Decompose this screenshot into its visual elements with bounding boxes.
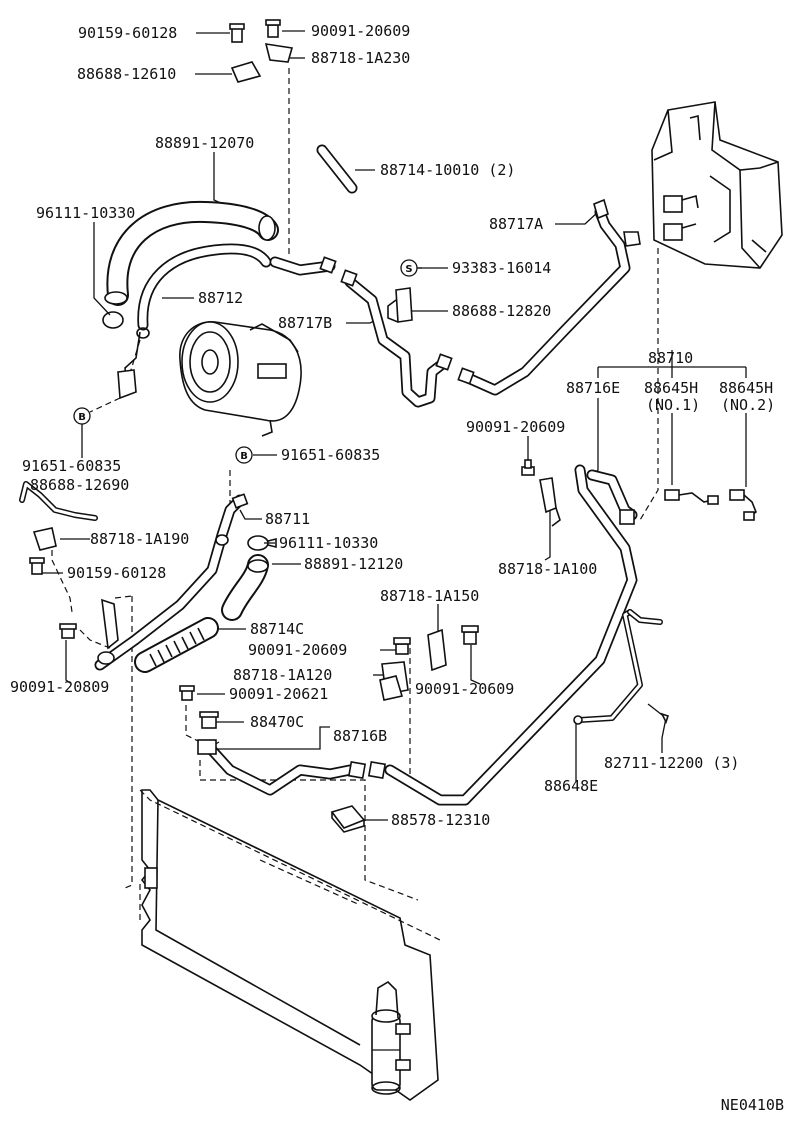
- label-88688-12820: 88688-12820: [452, 302, 551, 320]
- label-88717A: 88717A: [489, 215, 543, 233]
- hose-protector-88714C: [134, 617, 219, 673]
- label-88714-10010: 88714-10010 (2): [380, 161, 515, 179]
- condenser: [139, 789, 441, 1101]
- label-no2: (NO.2): [721, 396, 775, 414]
- hose-88891-12120: [221, 554, 269, 621]
- circle-marker-b-mid: B: [235, 446, 253, 464]
- label-93383-16014: 93383-16014: [452, 259, 551, 277]
- discharge-hose-88711: [94, 494, 246, 671]
- label-88645H-no2: 88645H: [719, 379, 773, 397]
- label-88891-12120: 88891-12120: [304, 555, 403, 573]
- label-88718-1A120: 88718-1A120: [233, 666, 332, 684]
- suction-hose-88891-12070: [104, 200, 279, 306]
- label-88688-12610: 88688-12610: [77, 65, 176, 83]
- assembly-lines: [51, 68, 659, 901]
- label-88718-1A100: 88718-1A100: [498, 560, 597, 578]
- label-90091-20609-top: 90091-20609: [311, 22, 410, 40]
- circle-marker-b-left: B: [73, 407, 91, 425]
- label-88718-1A230: 88718-1A230: [311, 49, 410, 67]
- label-91651-60835-mid: 91651-60835: [281, 446, 380, 464]
- label-88470C: 88470C: [250, 713, 304, 731]
- label-no1: (NO.1): [646, 396, 700, 414]
- label-96111-10330-mid: 96111-10330: [279, 534, 378, 552]
- label-88717B: 88717B: [278, 314, 332, 332]
- label-91651-60835-left: 91651-60835: [22, 457, 121, 475]
- label-90159-60128-mid: 90159-60128: [67, 564, 166, 582]
- label-90091-20609-right: 90091-20609: [415, 680, 514, 698]
- label-88718-1A190: 88718-1A190: [90, 530, 189, 548]
- diagram-code: NE0410B: [721, 1096, 784, 1114]
- pipe-88648E: [577, 609, 663, 723]
- pipe-88717A: [462, 206, 631, 396]
- svg-text:B: B: [78, 412, 86, 423]
- small-parts: [29, 19, 757, 833]
- label-88648E: 88648E: [544, 777, 598, 795]
- label-90091-20609-low: 90091-20609: [248, 641, 347, 659]
- leader-lines: [40, 30, 747, 821]
- label-88718-1A150: 88718-1A150: [380, 587, 479, 605]
- circle-marker-s: S: [400, 259, 418, 277]
- label-96111-10330-top: 96111-10330: [36, 204, 135, 222]
- label-88716E: 88716E: [566, 379, 620, 397]
- label-88891-12070: 88891-12070: [155, 134, 254, 152]
- label-90159-60128-top: 90159-60128: [78, 24, 177, 42]
- pipe-88716B: [204, 742, 356, 796]
- label-90091-20609-mid: 90091-20609: [466, 418, 565, 436]
- svg-text:S: S: [405, 264, 412, 275]
- bracket-88688-12690: [19, 481, 98, 521]
- label-90091-20809: 90091-20809: [10, 678, 109, 696]
- liquid-pipe-88716E: [384, 464, 638, 806]
- label-88645H-no1: 88645H: [644, 379, 698, 397]
- label-88688-12690: 88688-12690: [30, 476, 129, 494]
- evaporator-unit: [651, 101, 783, 269]
- svg-text:B: B: [240, 451, 248, 462]
- pipe-88717B: [344, 276, 451, 408]
- label-82711-12200: 82711-12200 (3): [604, 754, 739, 772]
- part-labels: 90159-60128 90091-20609 88688-12610 8871…: [10, 22, 784, 1114]
- label-88714C: 88714C: [250, 620, 304, 638]
- compressor: [179, 321, 302, 437]
- label-88716B: 88716B: [333, 727, 387, 745]
- label-88578-12310: 88578-12310: [391, 811, 490, 829]
- label-88710: 88710: [648, 349, 693, 367]
- label-88711: 88711: [265, 510, 310, 528]
- label-88712: 88712: [198, 289, 243, 307]
- label-90091-20621: 90091-20621: [229, 685, 328, 703]
